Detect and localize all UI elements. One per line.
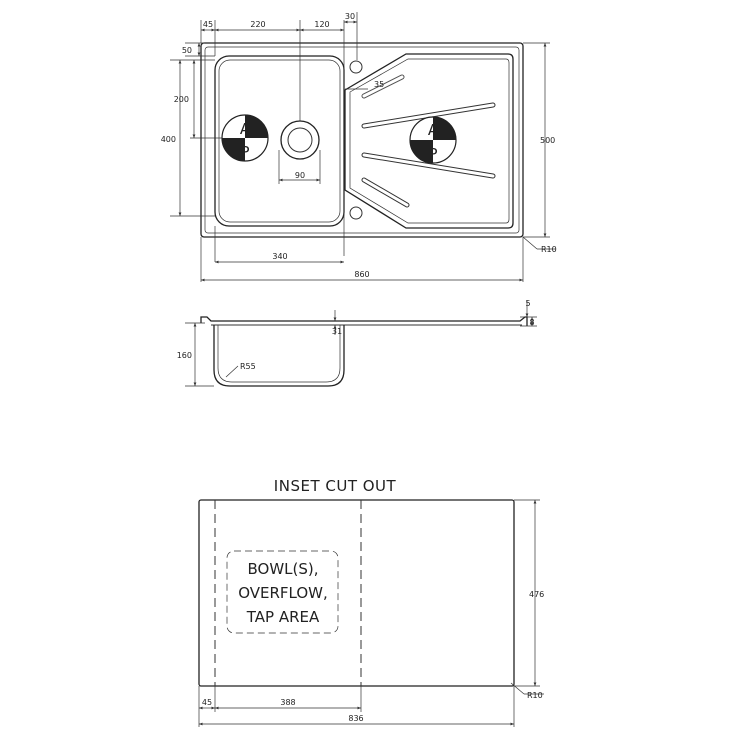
top-extension-lines (200, 12, 524, 282)
badge-letter-a: A (428, 121, 439, 139)
dim-50: 50 (182, 46, 192, 55)
waste-outlet (280, 120, 320, 160)
cutout-label-line-2: OVERFLOW, (238, 584, 328, 602)
dim-45: 45 (203, 20, 213, 29)
dim-500: 500 (540, 136, 555, 145)
dim-220: 220 (250, 20, 265, 29)
right-dimension-lines (345, 42, 556, 250)
cutout-outline (198, 499, 515, 687)
dim-860: 860 (354, 270, 369, 279)
tap-hole (349, 60, 363, 74)
sink-outer-outline (200, 42, 524, 238)
left-dimension-lines (170, 42, 222, 217)
drainer-grooves (361, 74, 496, 208)
cutout-label-box (226, 550, 339, 634)
dim-30: 30 (345, 12, 355, 21)
inset-cut-out: INSET CUT OUT BOWL(S), OVERFLOW, TAP ARE… (198, 477, 544, 727)
dim-45: 45 (202, 698, 212, 707)
cutout-label-line-3: TAP AREA (246, 608, 320, 626)
drainer-inner-outline (349, 58, 510, 224)
top-view: A P A P (161, 12, 557, 282)
cutout-title: INSET CUT OUT (274, 477, 397, 495)
dim-388: 388 (280, 698, 295, 707)
dim-340: 340 (272, 252, 287, 261)
drainer-outline (344, 53, 514, 229)
dim-160: 160 (177, 351, 192, 360)
badge-letter-p: P (240, 143, 249, 161)
ap-badge-drainer: A P (409, 116, 457, 164)
dim-400: 400 (161, 135, 176, 144)
cutout-label-line-1: BOWL(S), (247, 560, 318, 578)
dim-31: 31 (332, 327, 342, 336)
side-bowl-profile (213, 325, 345, 387)
dim-35: 35 (374, 80, 384, 89)
dim-120: 120 (314, 20, 329, 29)
dim-836: 836 (348, 714, 363, 723)
dim-200: 200 (174, 95, 189, 104)
top-dimension-lines (201, 20, 523, 282)
dim-8: 8 (529, 318, 534, 327)
dim-r10: R10 (541, 245, 557, 254)
badge-letter-p: P (428, 145, 437, 163)
dim-r55: R55 (240, 362, 256, 371)
badge-letter-a: A (240, 120, 251, 138)
dim-90: 90 (295, 171, 305, 180)
ap-badge-bowl: A P (221, 114, 269, 162)
dim-476: 476 (529, 590, 544, 599)
dim-5: 5 (525, 299, 530, 308)
overflow-hole (349, 206, 363, 220)
dim-r10: R10 (527, 691, 543, 700)
bowl-inner-outline (218, 59, 341, 223)
side-section-view: 160 R55 31 5 8 (177, 299, 537, 387)
sink-inner-outline (204, 46, 520, 234)
